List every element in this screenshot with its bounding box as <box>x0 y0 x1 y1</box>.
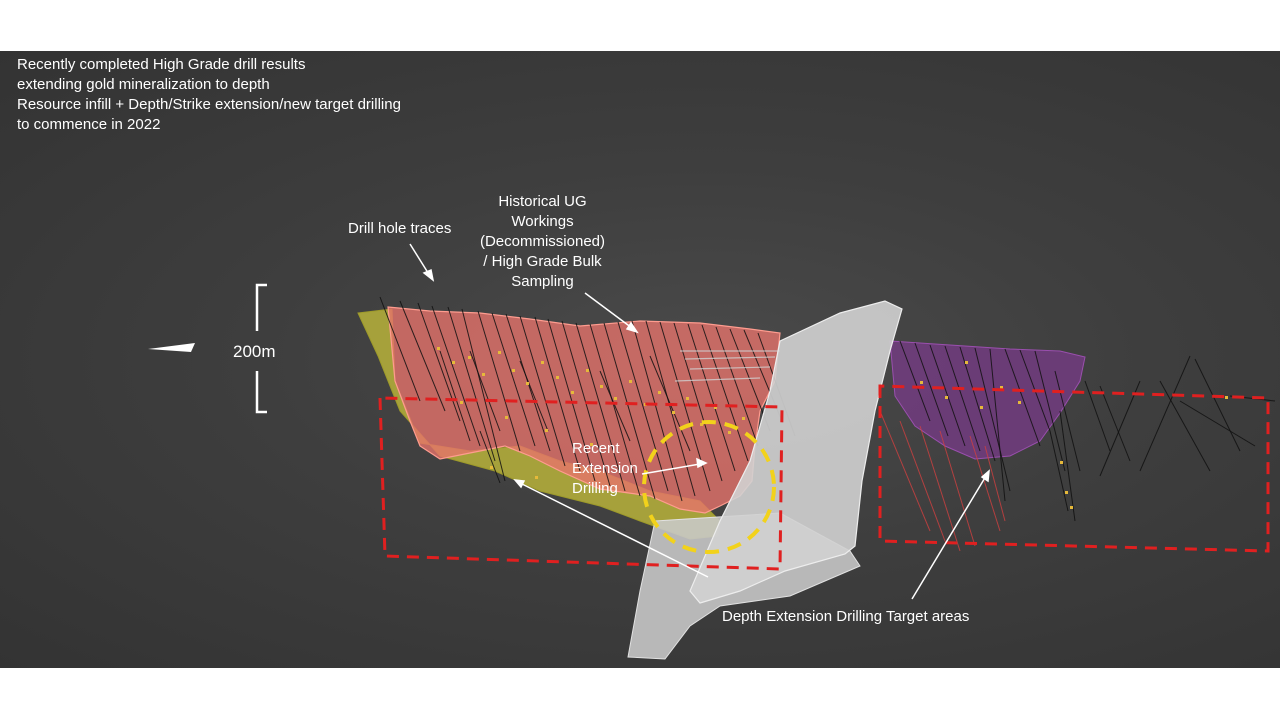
recent-extension-line: Drilling <box>572 480 618 497</box>
depth-extension-label: Depth Extension Drilling Target areas <box>722 608 970 625</box>
historical-ug-line: / High Grade Bulk <box>483 253 602 270</box>
scale-bar-icon <box>255 283 267 414</box>
drill-hole-traces-label: Drill hole traces <box>348 220 452 237</box>
ug-workings <box>674 350 780 382</box>
recent-extension-line: Recent <box>572 440 620 457</box>
assay-intersections-right <box>920 361 1228 509</box>
3d-model-scene <box>148 243 1276 660</box>
north-arrow-icon <box>148 343 195 352</box>
historical-ug-line: (Decommissioned) <box>479 233 606 250</box>
recent-extension-line: Extension <box>572 460 638 477</box>
headline-line: Resource infill + Depth/Strike extension… <box>17 96 401 113</box>
historical-ug-line: Sampling <box>511 273 574 290</box>
assay-intersections-left <box>437 347 745 479</box>
target-box-right <box>878 384 1270 553</box>
headline-line: to commence in 2022 <box>17 116 161 133</box>
historical-ug-line: Historical UG <box>498 193 587 210</box>
headline: Recently completed High Grade drill resu… <box>17 55 537 135</box>
scale-label: 200m <box>233 342 276 361</box>
historical-ug-line: Workings <box>511 213 574 230</box>
headline-line: extending gold mineralization to depth <box>17 76 270 93</box>
recent-extension-label: Recent Extension Drilling <box>572 439 662 499</box>
headline-line: Recently completed High Grade drill resu… <box>17 56 306 73</box>
target-box-left <box>378 396 784 571</box>
diagram-panel: Recently completed High Grade drill resu… <box>0 51 1280 668</box>
recent-extension-circle <box>642 420 776 554</box>
historical-ug-label: Historical UG Workings (Decommissioned) … <box>460 192 625 292</box>
callout-arrows <box>409 243 990 600</box>
fault-plane-upper <box>689 300 903 604</box>
drill-traces-right <box>899 340 1276 522</box>
